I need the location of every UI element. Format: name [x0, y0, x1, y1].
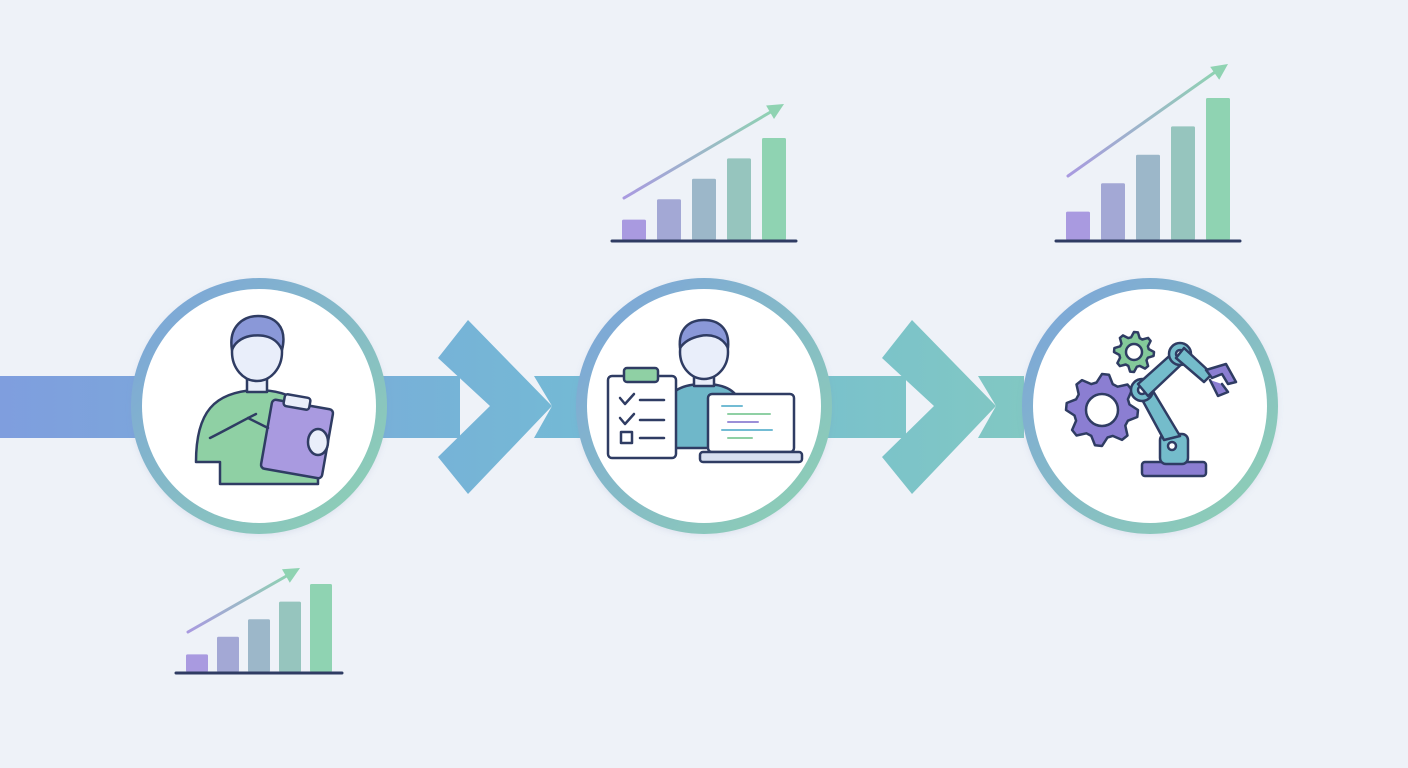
growth-chart-3 — [1054, 64, 1242, 243]
growth-chart-2-bar-5 — [762, 138, 786, 240]
flow-band — [0, 320, 1024, 494]
growth-chart-3-bar-3 — [1136, 154, 1160, 240]
growth-chart-3-bar-5 — [1206, 98, 1230, 240]
large-gear-icon — [1064, 372, 1140, 448]
growth-charts — [174, 64, 1242, 675]
growth-chart-1-trend-line — [186, 572, 292, 634]
growth-chart-1-bar-1 — [186, 654, 208, 672]
small-gear-icon — [1112, 330, 1156, 374]
growth-chart-2-trend-arrowhead — [766, 104, 784, 119]
flow-chevron-arrow-1 — [438, 320, 552, 494]
growth-chart-1-bar-2 — [217, 636, 239, 672]
flow-notch-arrow-1 — [534, 376, 580, 438]
growth-chart-2-bar-4 — [727, 158, 751, 240]
growth-chart-1-bar-5 — [310, 584, 332, 672]
growth-chart-2-bar-2 — [657, 199, 681, 240]
growth-chart-3-bar-2 — [1101, 183, 1125, 240]
growth-chart-2 — [610, 104, 798, 243]
growth-chart-3-trend-arrowhead — [1210, 64, 1228, 80]
growth-chart-2-bar-3 — [692, 178, 716, 240]
robot-arm-gears-icon — [1064, 330, 1238, 478]
growth-chart-1-trend-arrowhead — [282, 568, 300, 583]
growth-chart-2-trend-line — [622, 108, 776, 200]
growth-chart-1-bar-4 — [279, 601, 301, 672]
flow-chevron-arrow-2 — [882, 320, 996, 494]
growth-chart-3-trend-line — [1066, 68, 1220, 178]
flow-band-segment-2 — [826, 376, 906, 438]
flow-notch-arrow-2 — [978, 376, 1024, 438]
growth-chart-2-bar-1 — [622, 219, 646, 240]
growth-chart-3-bar-4 — [1171, 126, 1195, 240]
person-laptop-checklist-icon — [606, 318, 804, 464]
growth-chart-3-bar-1 — [1066, 211, 1090, 240]
growth-chart-1-bar-3 — [248, 619, 270, 672]
flow-band-start — [0, 376, 140, 438]
growth-chart-1 — [174, 568, 344, 675]
flow-band-segment-1 — [380, 376, 460, 438]
person-clipboard-icon — [194, 314, 335, 486]
